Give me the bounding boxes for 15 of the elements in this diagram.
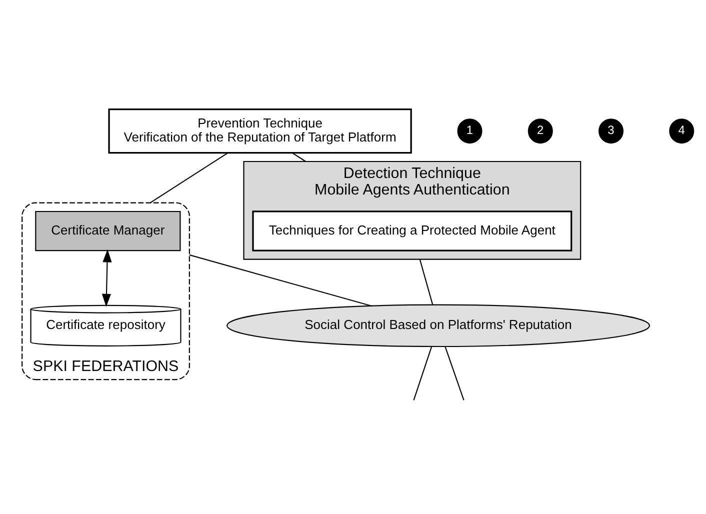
connector [292,152,306,162]
label: 3 [607,123,614,138]
node-box: Prevention Technique Verification of the Reputation of Target Platform [108,108,412,154]
node-box: Techniques for Creating a Protected Mobile Agent [252,210,572,252]
label: 4 [678,123,684,138]
node-box: Certificate Manager [34,210,180,252]
node-ellipse: Social Control Based on Platforms' Reputation [226,304,650,348]
connector [444,346,464,400]
connector [412,346,432,400]
connector [149,152,228,204]
connector [418,259,433,305]
connector [188,254,372,306]
label: 1 [466,123,473,138]
arrow [101,249,112,307]
label: 2 [536,123,544,138]
